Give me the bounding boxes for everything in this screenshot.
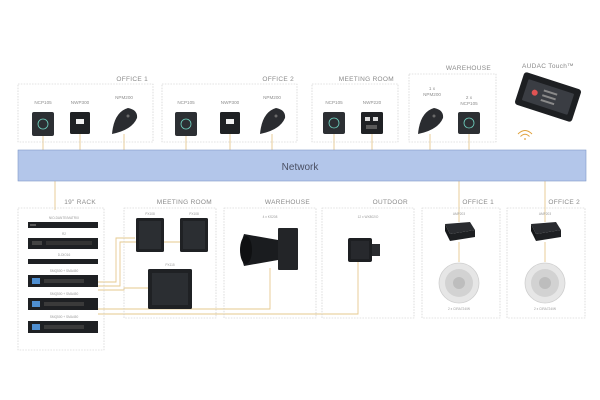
px108-speaker-icon xyxy=(180,218,208,252)
nwp300-panel-icon xyxy=(220,112,240,134)
px108-speaker-icon xyxy=(136,218,164,252)
amplifier-label: AMP203 xyxy=(539,212,551,216)
ks208-horn-speaker-icon xyxy=(240,228,298,270)
rack-unit-label: SMQ500 + SMA450 xyxy=(50,269,79,273)
speaker-label: 2 x CIRA724/W xyxy=(448,307,470,311)
speaker-label: PX115 xyxy=(165,263,175,267)
zone-title: MEETING ROOM xyxy=(157,199,212,206)
zone-meeting-room-top: MEETING ROOM NCP105 NWP220 xyxy=(311,76,399,143)
rack-unit-label: SMQ500 + SMA450 xyxy=(50,292,79,296)
amplifier-label: AMP203 xyxy=(453,212,465,216)
device-label: NCP105 xyxy=(460,101,478,106)
zone-title: 19" RACK xyxy=(64,199,96,206)
nwp300-panel-icon xyxy=(70,112,90,134)
rack-unit-label: R2 xyxy=(62,232,66,236)
zone-warehouse-bottom: WAREHOUSE 4 x KS208 xyxy=(223,199,317,319)
device-label: NCP105 xyxy=(34,100,52,105)
rack-unit-r2 xyxy=(28,238,98,249)
device-label: NWP220 xyxy=(363,100,382,105)
ncp105-panel-icon xyxy=(458,112,480,134)
amp203-amplifier-icon xyxy=(531,222,561,241)
wifi-icon xyxy=(517,130,533,140)
network-label: Network xyxy=(282,162,320,173)
rack-unit-nio xyxy=(28,222,98,228)
rack-unit-ddio16 xyxy=(28,259,98,264)
npm200-microphone-icon xyxy=(418,108,444,134)
zone-meeting-room-bottom: MEETING ROOM PX108 PX108 PX115 xyxy=(123,199,217,319)
zone-office1-bottom: OFFICE 1 AMP203 2 x CIRA724/W xyxy=(421,199,501,319)
ncp105-panel-icon xyxy=(32,112,54,136)
zone-title: OUTDOOR xyxy=(373,199,408,206)
zone-title: OFFICE 1 xyxy=(116,76,148,83)
zone-outdoor: OUTDOOR 12 x WX802/O xyxy=(321,199,415,319)
cira724-ceiling-speaker-icon xyxy=(438,262,480,304)
zone-office1-top: OFFICE 1 NCP105 NWP300 NPM200 xyxy=(17,76,154,143)
speaker-label: 12 x WX802/O xyxy=(358,215,379,219)
wx802-outdoor-speaker-icon xyxy=(348,238,380,262)
device-label: NCP105 xyxy=(177,100,195,105)
ncp105-panel-icon xyxy=(323,112,345,134)
device-label: NPM200 xyxy=(423,92,441,97)
zone-office2-top: OFFICE 2 NCP105 NWP300 NPM200 xyxy=(161,76,298,143)
cira724-ceiling-speaker-icon xyxy=(524,262,566,304)
zone-title: OFFICE 2 xyxy=(262,76,294,83)
ncp105-panel-icon xyxy=(175,112,197,136)
npm200-microphone-icon xyxy=(260,108,286,134)
rack-unit-smq500-2 xyxy=(28,298,98,310)
zone-warehouse-top: WAREHOUSE 1 x NPM200 2 x NCP105 xyxy=(408,65,497,143)
device-label: NPM200 xyxy=(115,95,133,100)
device-label: NWP300 xyxy=(221,100,240,105)
zone-title: OFFICE 1 xyxy=(462,199,494,206)
audac-touch-tablet: AUDAC Touch™ xyxy=(514,63,582,140)
rack-unit-smq500-3 xyxy=(28,321,98,333)
zone-title: WAREHOUSE xyxy=(446,65,491,72)
rack-unit-label: SMQ500 + SMA450 xyxy=(50,315,79,319)
speaker-label: 4 x KS208 xyxy=(263,215,278,219)
npm200-microphone-icon xyxy=(112,108,138,134)
zone-title: WAREHOUSE xyxy=(265,199,310,206)
zone-office2-bottom: OFFICE 2 AMP203 2 x CIRA724/W xyxy=(506,199,586,319)
px115-subwoofer-icon xyxy=(148,269,192,309)
speaker-label: 2 x CIRA724/W xyxy=(534,307,556,311)
speaker-label: PX108 xyxy=(189,212,199,216)
amp203-amplifier-icon xyxy=(445,222,475,241)
rack-unit-smq500-1 xyxy=(28,275,98,287)
zone-title: MEETING ROOM xyxy=(339,76,394,83)
device-label: 1 x xyxy=(429,86,436,91)
zone-rack: 19" RACK NIO-DANTE/MATRIX R2 D-DIO16 SMQ… xyxy=(17,199,105,351)
brand-label: AUDAC Touch™ xyxy=(522,63,574,70)
device-label: NCP105 xyxy=(325,100,343,105)
nwp220-panel-icon xyxy=(361,112,383,134)
rack-unit-label: D-DIO16 xyxy=(58,253,71,257)
speaker-label: PX108 xyxy=(145,212,155,216)
device-label: NWP300 xyxy=(71,100,90,105)
device-label: 2 x xyxy=(466,95,473,100)
device-label: NPM200 xyxy=(263,95,281,100)
zone-title: OFFICE 2 xyxy=(548,199,580,206)
network-bar: Network xyxy=(17,149,587,182)
rack-unit-label: NIO-DANTE/MATRIX xyxy=(49,216,80,220)
